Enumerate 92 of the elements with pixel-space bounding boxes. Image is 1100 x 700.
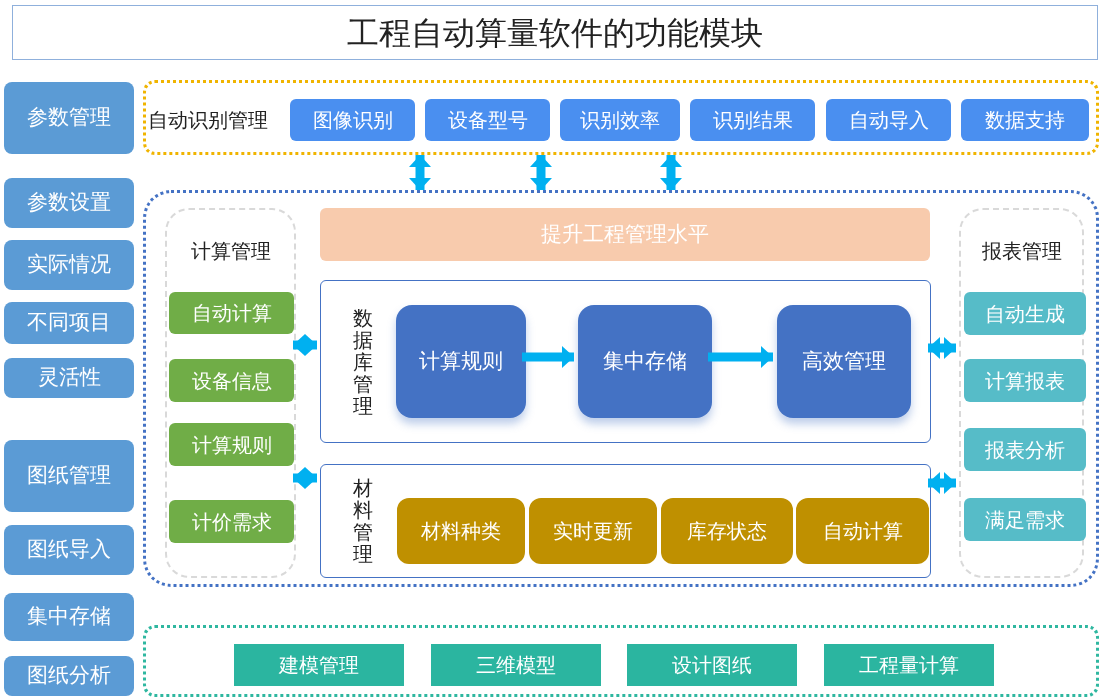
- box-label: 计算报表: [985, 367, 1065, 395]
- box-label: 提升工程管理水平: [541, 220, 709, 248]
- double-arrow: [928, 337, 956, 359]
- module-box: [4, 240, 134, 290]
- box-label: 工程量计算: [859, 652, 959, 679]
- panel-box: [320, 464, 931, 578]
- function-box: [964, 359, 1086, 402]
- box-label: 报表分析: [985, 436, 1065, 464]
- box-label: 图纸导入: [27, 536, 111, 564]
- box-label: 参数管理: [27, 104, 111, 132]
- box-label: 自动计算: [191, 300, 272, 327]
- function-box: [690, 99, 815, 141]
- function-box: [661, 498, 793, 564]
- box-label: 自动导入: [848, 107, 929, 134]
- box-label: 自动计算: [822, 518, 903, 545]
- function-box: [964, 292, 1086, 335]
- box-label: 图纸分析: [27, 662, 111, 690]
- box-label: 建模管理: [279, 652, 359, 679]
- box-label: 实际情况: [27, 251, 111, 279]
- double-arrow: [293, 467, 317, 489]
- group-label: 自动识别管理: [148, 107, 268, 134]
- dashed-panel: [165, 208, 296, 578]
- process-box: [777, 305, 911, 418]
- function-box: [169, 500, 294, 543]
- box-label: 计算规则: [191, 431, 272, 459]
- double-arrow: [708, 346, 773, 368]
- process-box: [578, 305, 712, 418]
- module-box: [4, 302, 134, 344]
- panel-box: [320, 280, 931, 443]
- vertical-label: 数据库管理: [353, 306, 373, 417]
- box-label: 识别效率: [580, 107, 660, 134]
- function-box: [397, 498, 525, 564]
- box-label: 不同项目: [27, 309, 111, 337]
- double-arrow: [530, 155, 552, 190]
- box-label: 集中存储: [27, 603, 111, 631]
- dotted-group: [143, 80, 1099, 155]
- double-arrow: [522, 346, 574, 368]
- box-label: 自动生成: [985, 300, 1065, 328]
- panel-title: 报表管理: [980, 238, 1063, 265]
- panel-title: 计算管理: [189, 238, 272, 265]
- box-label: 设计图纸: [672, 652, 752, 679]
- function-box: [824, 644, 994, 686]
- function-box: [425, 99, 550, 141]
- banner-box: [320, 208, 930, 261]
- function-box: [964, 498, 1086, 541]
- box-label: 参数设置: [27, 189, 111, 217]
- box-label: 灵活性: [37, 364, 101, 392]
- module-box: [4, 593, 134, 641]
- double-arrow: [928, 472, 956, 494]
- function-box: [961, 99, 1089, 141]
- title: 工程自动算量软件的功能模块: [347, 12, 763, 54]
- dashed-panel: [959, 208, 1084, 578]
- box-label: 识别结果: [712, 107, 793, 134]
- box-label: 数据支持: [985, 107, 1065, 134]
- box-label: 图纸管理: [27, 462, 111, 490]
- box-label: 库存状态: [687, 518, 767, 545]
- box-label: 实时更新: [553, 518, 633, 545]
- function-box: [560, 99, 680, 141]
- function-box: [169, 292, 294, 334]
- module-box: [4, 656, 134, 696]
- function-box: [529, 498, 657, 564]
- box-label: 三维模型: [476, 652, 556, 679]
- function-box: [169, 359, 294, 402]
- double-arrow: [409, 155, 431, 190]
- process-box: [396, 305, 526, 418]
- double-arrow: [660, 155, 682, 190]
- function-box: [826, 99, 951, 141]
- function-box: [796, 498, 929, 564]
- function-box: [234, 644, 404, 686]
- function-box: [431, 644, 601, 686]
- module-box: [4, 525, 134, 575]
- module-box: [4, 82, 134, 154]
- box-label: 设备型号: [447, 107, 528, 134]
- function-box: [627, 644, 797, 686]
- box-label: 计算规则: [419, 347, 503, 375]
- box-label: 图像识别: [312, 107, 393, 134]
- box-label: 设备信息: [191, 367, 272, 395]
- box-label: 满足需求: [985, 506, 1065, 534]
- box-label: 高效管理: [802, 347, 886, 375]
- dotted-group: [143, 625, 1099, 697]
- function-box: [169, 423, 294, 466]
- box-label: 计价需求: [191, 508, 272, 536]
- box-label: 集中存储: [603, 347, 687, 375]
- module-box: [4, 440, 134, 512]
- module-box: [4, 178, 134, 228]
- vertical-label: 材料管理: [353, 477, 373, 565]
- function-box: [964, 428, 1086, 471]
- double-arrow: [293, 334, 317, 356]
- dotted-group: [143, 190, 1099, 587]
- module-box: [4, 358, 134, 398]
- box-label: 材料种类: [421, 518, 501, 545]
- function-box: [290, 99, 415, 141]
